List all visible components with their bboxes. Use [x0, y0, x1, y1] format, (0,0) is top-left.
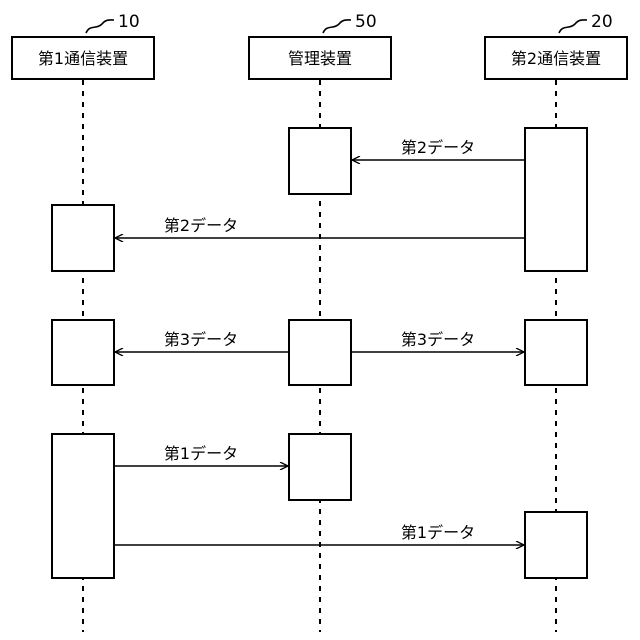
ref-50: 50: [355, 12, 377, 32]
activation-management-3: [289, 434, 351, 500]
ref-20: 20: [591, 12, 613, 32]
ref-20-leader: [559, 20, 587, 33]
activation-second-1: [525, 128, 587, 271]
activation-second-3: [525, 512, 587, 578]
message-label-1: 第2データ: [401, 138, 475, 157]
activation-first-1: [52, 205, 114, 271]
activation-management-1: [289, 128, 351, 194]
participant-first-device-label: 第1通信装置: [38, 49, 128, 68]
activation-first-2: [52, 320, 114, 385]
participant-first-device: 第1通信装置: [12, 37, 154, 79]
message-label-4: 第3データ: [401, 330, 475, 349]
ref-10: 10: [118, 12, 140, 32]
message-label-3: 第3データ: [164, 330, 238, 349]
activation-management-2: [289, 320, 351, 385]
participant-second-device-label: 第2通信装置: [511, 49, 601, 68]
message-label-5: 第1データ: [164, 444, 238, 463]
activation-second-2: [525, 320, 587, 385]
ref-50-leader: [323, 20, 351, 33]
ref-10-leader: [86, 20, 114, 33]
participant-second-device: 第2通信装置: [485, 37, 627, 79]
message-label-6: 第1データ: [401, 523, 475, 542]
activation-first-3: [52, 434, 114, 578]
participant-management-device: 管理装置: [249, 37, 391, 79]
message-label-2: 第2データ: [164, 216, 238, 235]
participant-management-device-label: 管理装置: [288, 49, 352, 68]
